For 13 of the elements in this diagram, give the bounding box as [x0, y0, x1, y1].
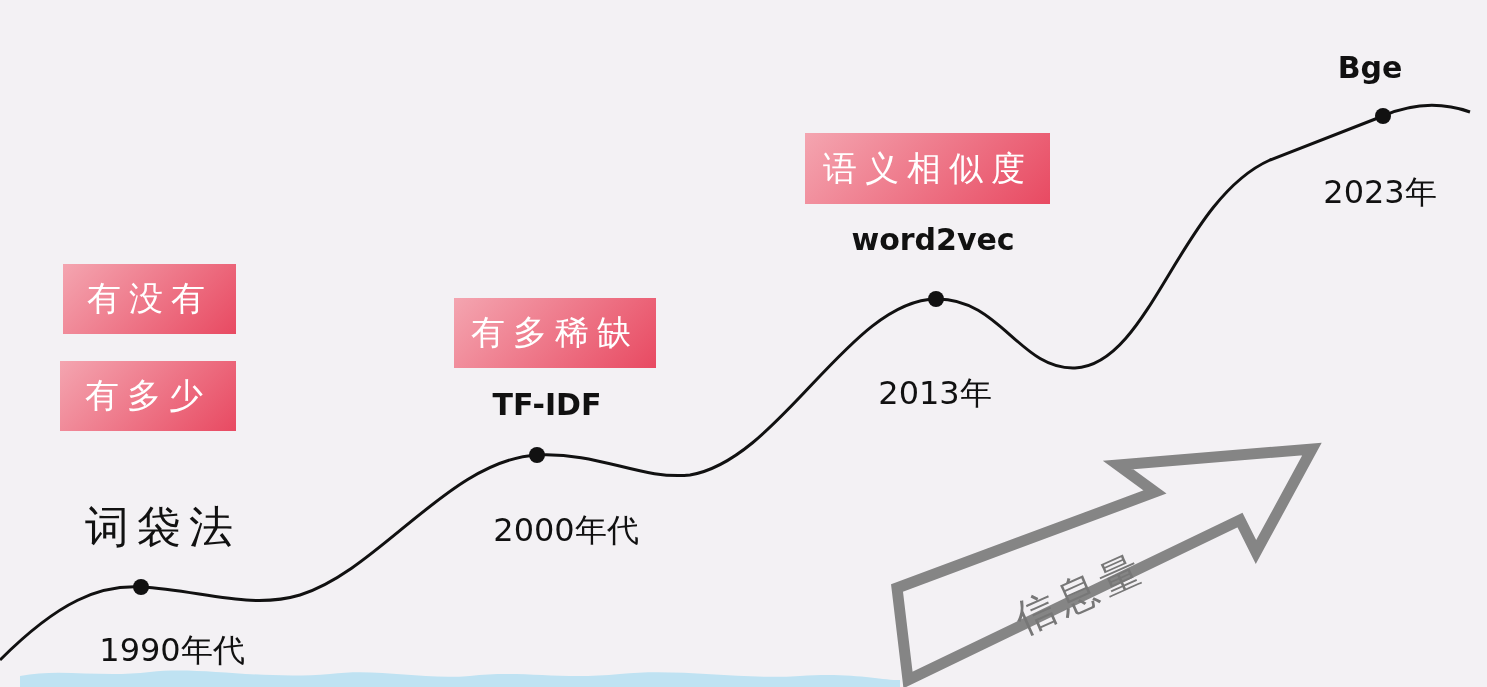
keyword-tag: 语义相似度	[805, 133, 1050, 204]
keyword-tag: 有多稀缺	[454, 298, 656, 368]
arrow-label: 信息量	[1008, 546, 1152, 640]
keyword-tag: 有多少	[60, 361, 236, 431]
year-label: 2023年	[1323, 176, 1437, 208]
method-label: TF-IDF	[492, 390, 602, 420]
year-label: 2013年	[878, 377, 992, 409]
year-label: 1990年代	[99, 634, 245, 666]
method-label: 词袋法	[85, 505, 241, 549]
method-label: word2vec	[851, 225, 1015, 255]
year-label: 2000年代	[493, 514, 639, 546]
keyword-tag: 有没有	[63, 264, 236, 334]
method-label: Bge	[1337, 53, 1403, 83]
